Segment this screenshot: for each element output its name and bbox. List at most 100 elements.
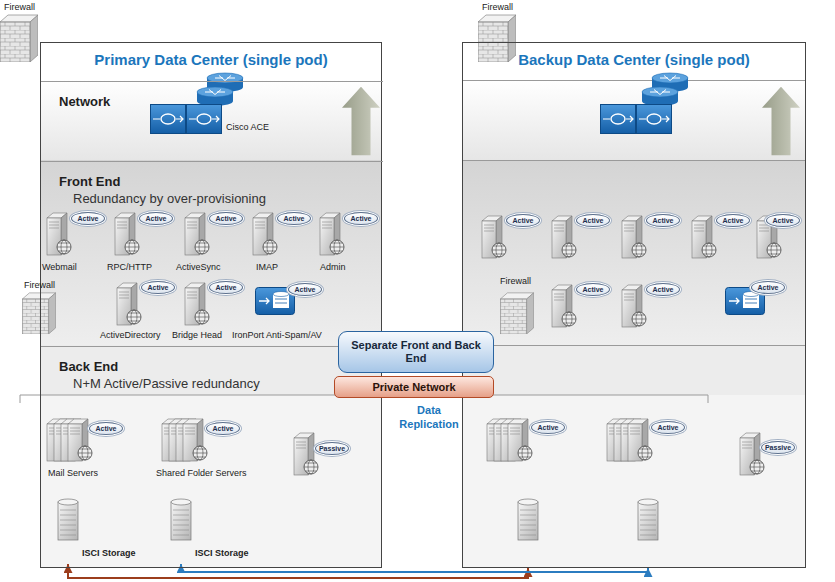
server-icon	[185, 213, 209, 255]
server-icon	[508, 419, 532, 461]
panel-title: Backup Data Center (single pod)	[463, 51, 805, 68]
front-end-servers	[47, 213, 781, 327]
data-center-panel: Primary Data Center (single pod) NetworkF…	[40, 42, 382, 568]
server-icon	[740, 433, 764, 475]
status-badge: Active	[506, 214, 540, 227]
band-backgrounds	[20, 80, 806, 568]
status-badge: Active	[209, 212, 243, 225]
status-text: Active	[757, 284, 778, 291]
status-badge: Active	[716, 214, 750, 227]
up-arrow	[342, 87, 380, 155]
server-label: IMAP	[256, 262, 278, 272]
server-icon	[47, 213, 71, 255]
status-text: Active	[147, 284, 168, 291]
status-badge: Active	[206, 422, 240, 435]
tier-heading: Network	[59, 94, 383, 109]
status-text: Active	[145, 215, 166, 222]
firewalls	[0, 15, 534, 334]
server-icon	[482, 216, 506, 258]
firewall-icon	[22, 293, 55, 334]
panel-title: Primary Data Center (single pod)	[41, 51, 381, 68]
status-text: Active	[95, 425, 116, 432]
storage-icon	[518, 499, 538, 540]
status-badge: Active	[531, 421, 565, 434]
status-text: Active	[77, 215, 98, 222]
replication-label: Data Replication	[396, 404, 462, 432]
status-badge: Active	[141, 281, 175, 294]
status-text: Active	[215, 284, 236, 291]
server-icon	[692, 216, 716, 258]
status-badge: Active	[288, 283, 322, 296]
server-icon	[622, 216, 646, 258]
firewall-label: Firewall	[24, 280, 55, 290]
firewall-icon	[0, 15, 38, 62]
box-label: Private Network	[372, 381, 455, 393]
device-label: Cisco ACE	[226, 122, 269, 132]
status-text: Active	[215, 215, 236, 222]
network-box: Private Network	[334, 376, 494, 398]
status-text: Active	[212, 425, 233, 432]
server-icon	[622, 285, 646, 327]
status-text: Active	[772, 217, 793, 224]
firewall-label: Firewall	[4, 2, 35, 12]
tier-heading: Front End	[59, 174, 383, 189]
server-group-label: Shared Folder Servers	[156, 468, 247, 478]
tier-heading: Back End	[59, 359, 383, 374]
server-icon	[183, 419, 207, 461]
status-text: Active	[582, 217, 603, 224]
server-label: RPC/HTTP	[107, 262, 152, 272]
replication-connector	[181, 564, 648, 572]
appliance-label: IronPort Anti-Spam/AV	[232, 330, 322, 340]
tier-band: Front EndRedundancy by over-provisioning…	[41, 161, 383, 346]
tier-heading: N+M Active/Passive redundancy	[73, 376, 260, 391]
server-label: Admin	[320, 262, 346, 272]
status-badge: Active	[277, 212, 311, 225]
status-text: Active	[283, 215, 304, 222]
up-arrow	[762, 87, 800, 155]
tier-heading: Redundancy by over-provisioning	[73, 191, 266, 206]
server-icon	[117, 283, 141, 325]
status-text: Active	[512, 217, 533, 224]
server-icon	[552, 285, 576, 327]
status-text: Active	[537, 424, 558, 431]
firewall-label: Firewall	[500, 276, 531, 286]
status-badge: Active	[576, 283, 610, 296]
server-icon	[185, 283, 209, 325]
server-icon	[253, 213, 277, 255]
status-text: Passive	[765, 444, 791, 451]
server-label: ActiveDirectory	[100, 330, 161, 340]
status-badge: Active	[646, 214, 680, 227]
storage-label: ISCI Storage	[195, 548, 269, 558]
storage-label: ISCI Storage	[82, 548, 156, 558]
storage-unit: ISCI Storage	[56, 500, 156, 564]
storage-arrays	[58, 499, 658, 540]
status-text: Active	[350, 215, 371, 222]
server-icon	[552, 216, 576, 258]
router-icon	[197, 87, 233, 106]
storage-icon	[58, 499, 78, 540]
status-text: Active	[722, 217, 743, 224]
status-badge: Active	[71, 212, 105, 225]
server-icon	[320, 213, 344, 255]
server-icon	[115, 213, 139, 255]
status-badge: Active	[209, 281, 243, 294]
server-label: ActiveSync	[176, 262, 221, 272]
status-text: Active	[294, 286, 315, 293]
server-icon	[294, 433, 318, 475]
status-badge: Active	[576, 214, 610, 227]
firewall-label: Firewall	[482, 2, 513, 12]
firewall-icon	[478, 15, 516, 62]
status-badge: Active	[89, 422, 123, 435]
separator-box: Separate Front and Back End	[338, 331, 494, 373]
status-badge: Passive	[761, 441, 795, 454]
box-label: Separate Front and Back End	[347, 339, 485, 365]
firewall-icon	[500, 293, 533, 334]
status-badge: Active	[344, 212, 378, 225]
status-badge: Active	[646, 283, 680, 296]
tier-band: Back EndN+M Active/Passive redundancyAct…	[41, 346, 383, 569]
storage-icon	[171, 499, 191, 540]
status-text: Active	[652, 217, 673, 224]
